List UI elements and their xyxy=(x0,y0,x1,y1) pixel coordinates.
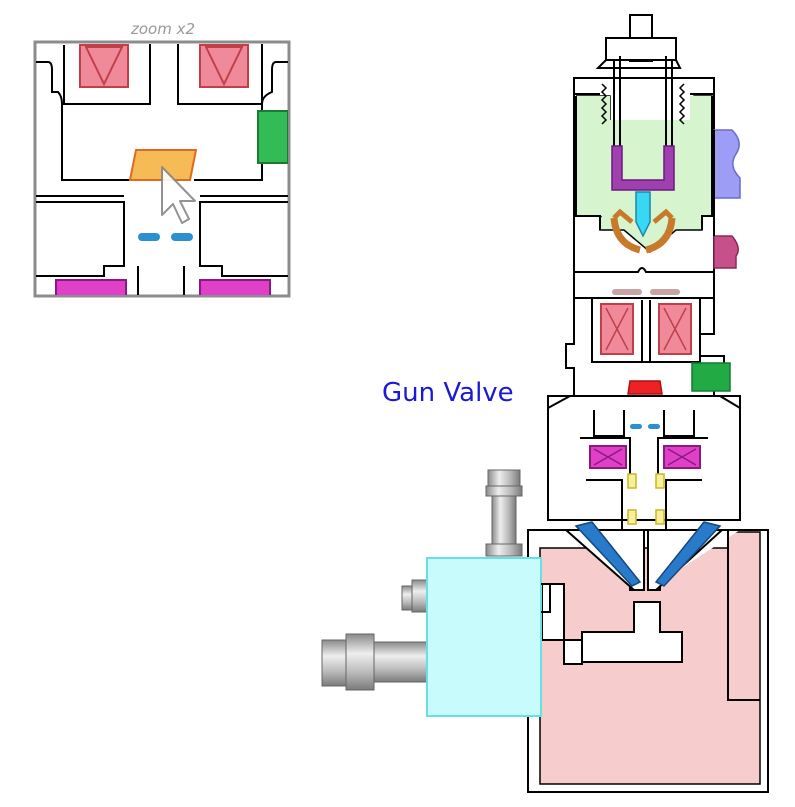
stigmator-coils xyxy=(627,473,665,525)
zoom-aperture-right xyxy=(171,233,193,241)
horizontal-detector-pipe xyxy=(321,633,429,691)
valve-actuator xyxy=(691,362,731,392)
detector-cone-left xyxy=(574,521,642,587)
aperture-left xyxy=(630,424,642,429)
ion-pump-port xyxy=(713,129,741,199)
zoom-inset: zoom x2 xyxy=(33,20,291,298)
gun-pump-port xyxy=(713,235,739,269)
small-side-port xyxy=(401,579,429,613)
detector-cone-right xyxy=(654,521,722,587)
specimen-stage xyxy=(581,601,683,663)
detector-box xyxy=(426,557,542,717)
emitter-tip xyxy=(635,191,651,238)
specimen-chamber xyxy=(527,521,769,793)
zoom-aperture-left xyxy=(138,233,160,241)
gun-valve xyxy=(627,380,663,395)
zoom-valve-actuator xyxy=(257,110,288,164)
condenser-section xyxy=(565,297,731,397)
electron-gun xyxy=(573,14,741,299)
condenser-coil-left xyxy=(600,303,634,355)
wehnelt-cup xyxy=(611,145,675,191)
zoom-gun-valve xyxy=(128,149,198,181)
objective-section xyxy=(547,395,741,530)
aperture-right xyxy=(648,424,660,429)
detector-assembly xyxy=(321,469,551,717)
anode xyxy=(610,217,676,254)
zoom-caption: zoom x2 xyxy=(130,20,195,38)
vertical-detector-pipe xyxy=(485,469,523,557)
gun-valve-label: Gun Valve xyxy=(382,378,514,408)
cursor-arrow-icon xyxy=(161,166,196,224)
